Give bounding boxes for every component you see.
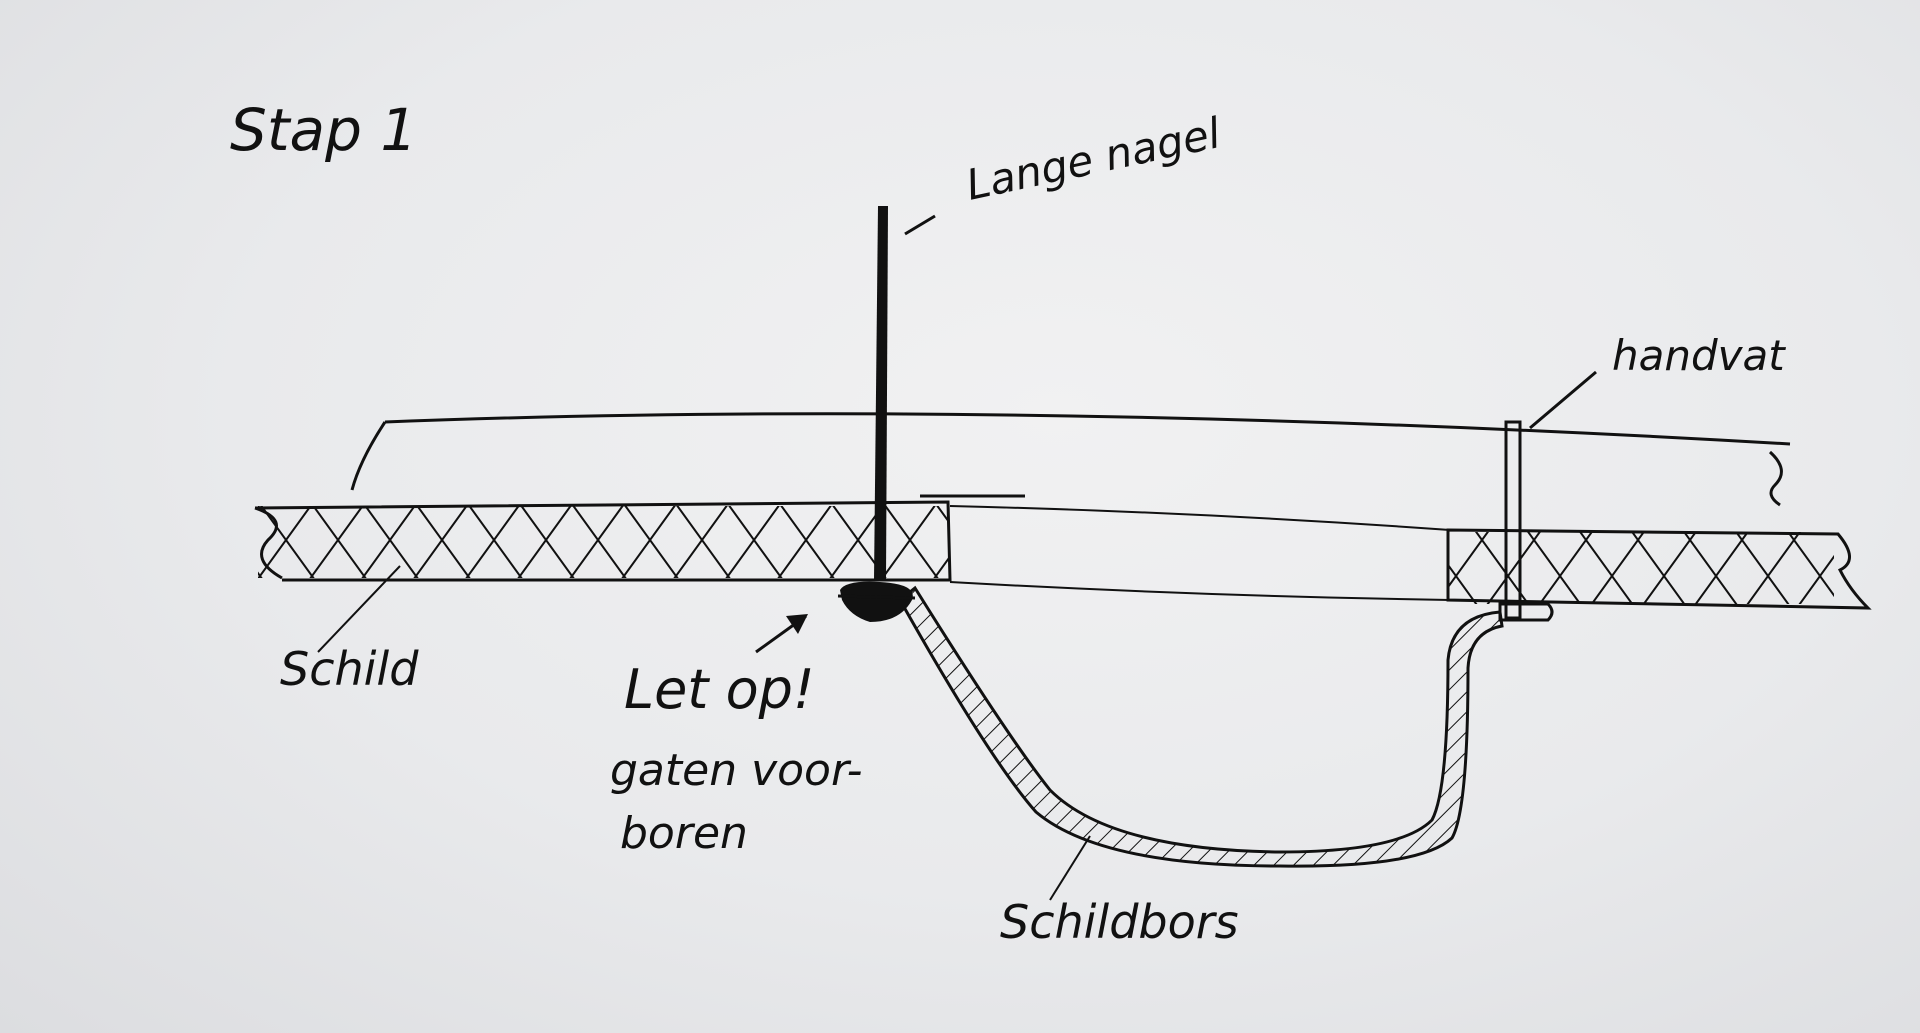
label-long-nail: Lange nagel <box>962 108 1225 210</box>
top-board <box>350 412 1791 507</box>
warning-arrow <box>755 614 808 654</box>
label-shield: Schild <box>280 642 419 696</box>
shield-boss <box>898 585 1504 868</box>
shield-right-section <box>1446 528 1872 610</box>
diagram-title: Stap 1 <box>230 96 417 164</box>
warning-text-line-2: gaten voor- <box>610 745 863 796</box>
label-shield-boss: Schildbors <box>1000 895 1239 949</box>
shield-middle-lines <box>949 505 1451 601</box>
warning-text-line-1: Let op! <box>624 658 815 721</box>
long-nail <box>837 206 916 622</box>
shield-left-section <box>254 500 952 582</box>
handle-bar <box>1498 420 1554 622</box>
warning-text-line-3: boren <box>620 808 748 859</box>
leader-lines <box>317 214 1597 901</box>
label-handle: handvat <box>1612 331 1786 380</box>
